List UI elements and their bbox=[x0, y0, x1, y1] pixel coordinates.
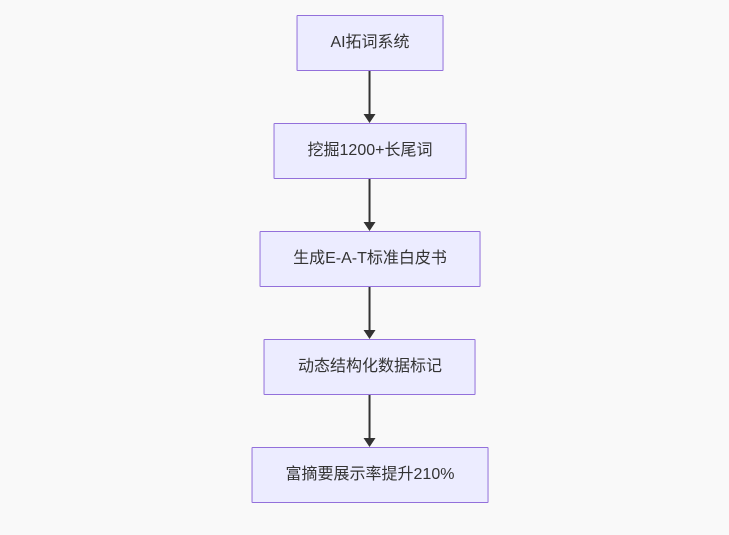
flow-edge-4 bbox=[364, 395, 376, 447]
arrow-down-icon bbox=[364, 330, 376, 339]
edge-line bbox=[369, 395, 371, 438]
arrow-down-icon bbox=[364, 438, 376, 447]
edge-line bbox=[369, 179, 371, 222]
flow-edge-1 bbox=[364, 71, 376, 123]
edge-line bbox=[369, 287, 371, 330]
flow-edge-3 bbox=[364, 287, 376, 339]
flowchart: AI拓词系统 挖掘1200+长尾词 生成E-A-T标准白皮书 动态结构化数据标记 bbox=[251, 15, 489, 503]
arrow-down-icon bbox=[364, 114, 376, 123]
flow-node-structured-data-markup: 动态结构化数据标记 bbox=[263, 339, 476, 395]
flow-node-label: AI拓词系统 bbox=[330, 34, 410, 51]
arrow-down-icon bbox=[364, 222, 376, 231]
edge-line bbox=[369, 71, 371, 114]
flow-edge-2 bbox=[364, 179, 376, 231]
flow-node-label: 生成E-A-T标准白皮书 bbox=[293, 250, 447, 267]
flow-node-label: 挖掘1200+长尾词 bbox=[307, 142, 433, 159]
flow-node-label: 动态结构化数据标记 bbox=[297, 358, 442, 375]
flow-node-eat-whitepaper: 生成E-A-T标准白皮书 bbox=[259, 231, 481, 287]
flow-node-ai-word-expansion: AI拓词系统 bbox=[296, 15, 444, 71]
flow-node-longtail-mining: 挖掘1200+长尾词 bbox=[273, 123, 467, 179]
flow-node-label: 富摘要展示率提升210% bbox=[285, 466, 455, 483]
flow-node-rich-snippet-rate: 富摘要展示率提升210% bbox=[251, 447, 489, 503]
